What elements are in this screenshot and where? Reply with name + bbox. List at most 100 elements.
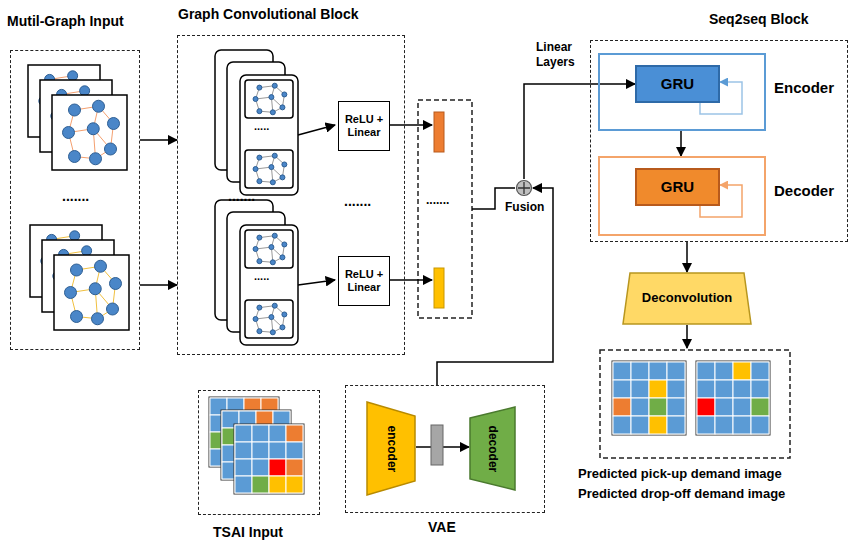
graph-vertex — [110, 278, 122, 290]
grid-cell — [631, 380, 649, 398]
node-heading: Encoder — [774, 79, 834, 96]
process-box: GRU — [635, 65, 720, 103]
output-caption: Predicted pick-up demand image — [578, 466, 782, 481]
ellipsis: ....... — [344, 193, 371, 209]
node-heading: Fusion — [505, 200, 544, 214]
grid-cell — [751, 398, 769, 416]
graph-vertex — [253, 317, 258, 322]
graph-vertex — [95, 260, 107, 272]
fusion-plus — [518, 182, 530, 194]
grid-cell — [751, 380, 769, 398]
gcn-card — [240, 225, 298, 345]
graph-vertex — [69, 151, 81, 163]
node-label: ReLU + Linear — [342, 268, 386, 293]
shape-fill — [367, 402, 415, 495]
grid-cell — [631, 398, 649, 416]
grid-cell — [631, 362, 649, 380]
grid-cell — [649, 362, 667, 380]
grid-cell — [252, 459, 269, 476]
graph-vertex — [257, 259, 262, 264]
shape-fill — [470, 407, 515, 490]
graph-vertex — [280, 325, 285, 330]
graph-vertex — [269, 165, 274, 170]
node-label: Deconvolution — [642, 291, 732, 306]
node-label: decoder — [486, 425, 500, 472]
process-box: ReLU + Linear — [338, 101, 390, 151]
group-box: Fusion — [515, 179, 533, 197]
grid-frame — [221, 410, 291, 480]
node-heading: VAE — [428, 519, 456, 535]
grid-cell — [667, 416, 685, 434]
grid-cell — [733, 416, 751, 434]
arrow — [389, 124, 432, 126]
edge-label: Linear Layers — [536, 40, 584, 70]
grid-cell — [751, 362, 769, 380]
grid-cell — [235, 476, 252, 493]
graph-card — [54, 255, 129, 330]
node-label: ReLU + Linear — [342, 113, 386, 138]
graph-vertex — [71, 311, 83, 323]
fusion-circle — [517, 181, 532, 196]
grid-cell — [667, 380, 685, 398]
grid-cell — [613, 362, 631, 380]
graph-vertex — [282, 162, 287, 167]
grid-cell — [235, 442, 252, 459]
grid-cell — [613, 398, 631, 416]
graph-card — [245, 150, 293, 188]
graph-vertex — [270, 110, 275, 115]
grid-cell — [715, 362, 733, 380]
process-box: decoder — [469, 406, 516, 491]
node-label: encoder — [384, 425, 398, 472]
graph-vertex — [270, 330, 275, 335]
grid-cell — [252, 442, 269, 459]
graph-card — [52, 95, 127, 170]
grid-cell — [235, 459, 252, 476]
grid-cell — [252, 476, 269, 493]
grid-cell — [697, 362, 715, 380]
grid-cell — [269, 459, 286, 476]
node-heading: Decoder — [774, 182, 834, 199]
grid-cell — [697, 380, 715, 398]
grid-cell — [631, 416, 649, 434]
arrow — [298, 280, 335, 285]
ellipsis: ....... — [62, 188, 89, 204]
grid-cell — [269, 442, 286, 459]
connector — [140, 284, 177, 286]
grid-cell — [649, 380, 667, 398]
grid-cell — [286, 425, 303, 442]
graph-vertex — [257, 235, 262, 240]
graph-vertex — [269, 95, 274, 100]
node-heading: Mutil-Graph Input — [7, 13, 124, 29]
graph-vertex — [257, 155, 262, 160]
graph-vertex — [71, 264, 83, 276]
graph-vertex — [65, 287, 77, 299]
process-box: Deconvolution — [622, 272, 752, 325]
graph-vertex — [272, 233, 277, 238]
graph-vertex — [69, 104, 81, 116]
grid-cell — [252, 425, 269, 442]
group-box: TSAI Input — [198, 390, 320, 515]
graph-vertex — [282, 312, 287, 317]
grid-cell — [715, 416, 733, 434]
ellipsis: ..... — [254, 270, 269, 282]
arrow — [389, 279, 432, 281]
group-box: VAEencoderdecoder — [345, 385, 545, 513]
graph-vertex — [105, 143, 117, 155]
grid-frame — [696, 361, 770, 435]
graph-vertex — [257, 305, 262, 310]
graph-vertex — [257, 85, 262, 90]
grid-cell — [715, 398, 733, 416]
connector — [524, 84, 635, 179]
gcn-card — [240, 75, 298, 195]
group-box: EncoderGRU — [598, 53, 766, 131]
node-heading: Graph Convolutional Block — [178, 6, 358, 22]
latent-bar — [431, 425, 443, 465]
graph-vertex — [63, 127, 75, 139]
grid-cell — [751, 416, 769, 434]
ellipsis: ....... — [228, 188, 255, 204]
node-label: GRU — [661, 178, 694, 195]
grid-cell — [697, 398, 715, 416]
ellipsis: ..... — [254, 120, 269, 132]
grid-cell — [733, 398, 751, 416]
graph-vertex — [89, 283, 101, 295]
